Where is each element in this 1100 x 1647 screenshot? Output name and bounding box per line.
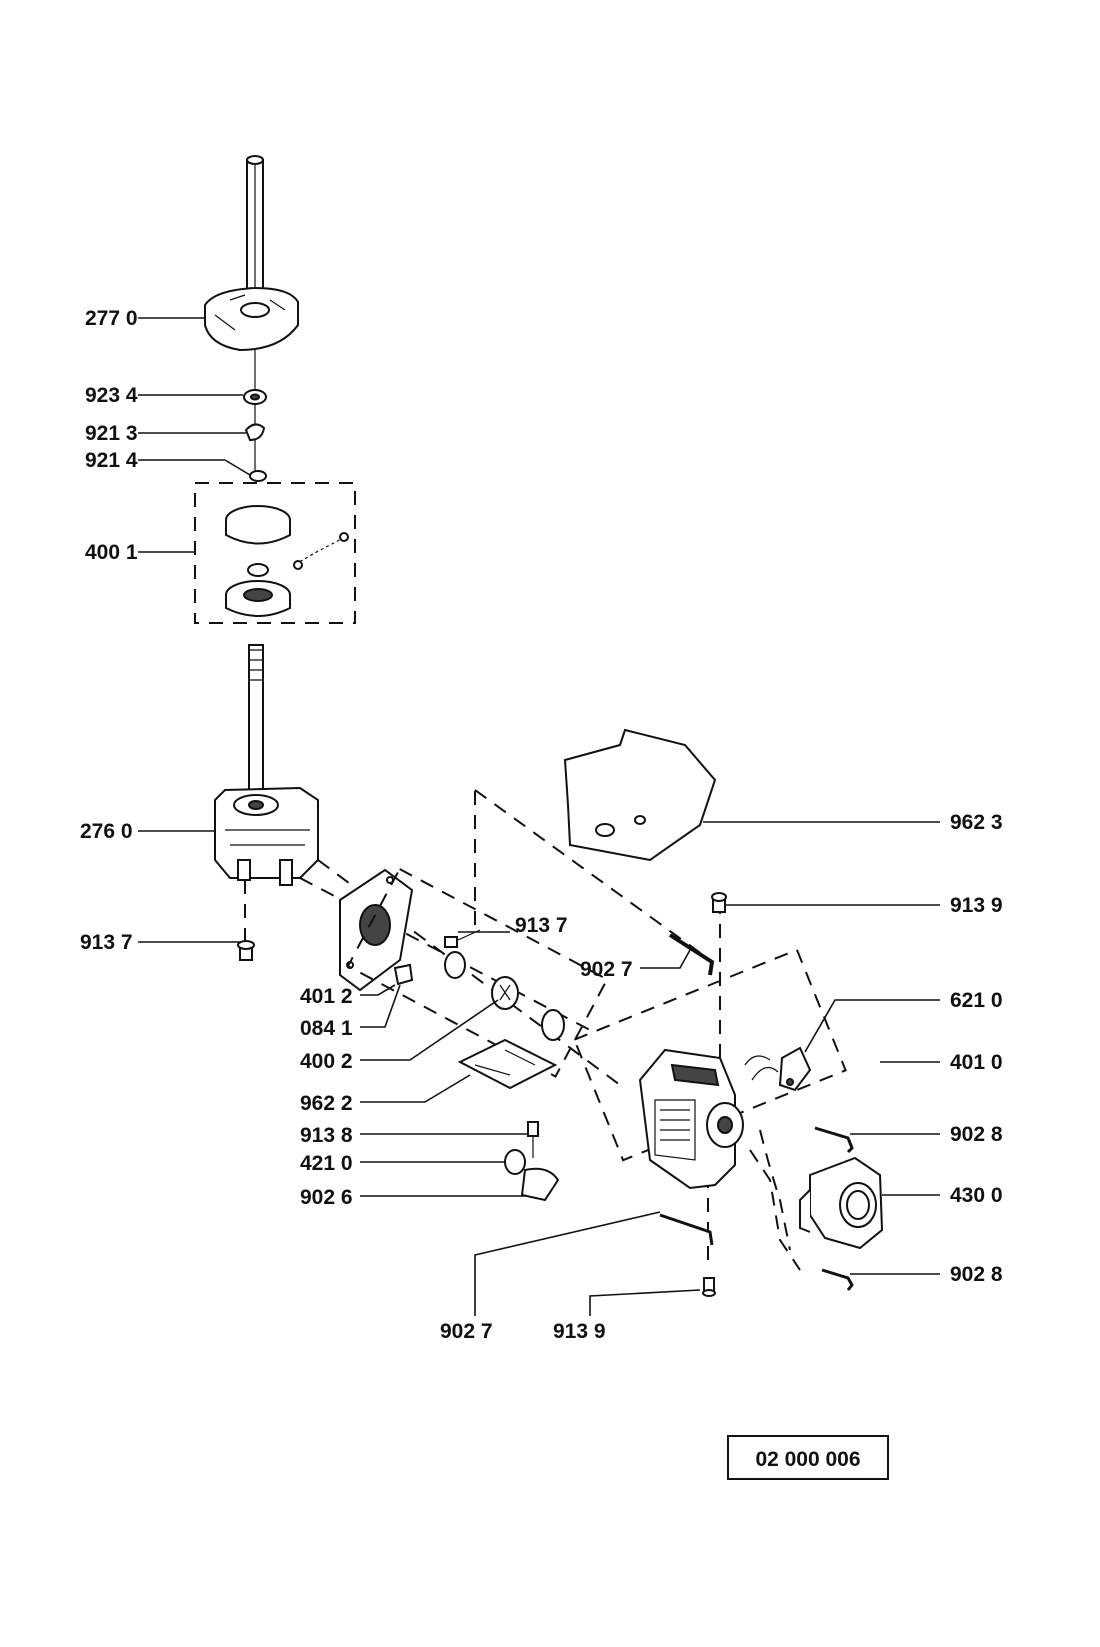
part-4300-pump — [799, 1156, 884, 1250]
label-9026: 902 6 — [300, 1186, 353, 1209]
part-9137-screw-left — [237, 940, 255, 961]
label-2760: 276 0 — [80, 820, 133, 843]
part-4210-grommet — [504, 1149, 526, 1175]
part-9139-screw-top — [711, 892, 727, 913]
part-2770-drive-plate — [204, 286, 299, 352]
part-9214-ring — [249, 470, 267, 482]
label-4300: 430 0 — [950, 1184, 1003, 1207]
part-9213-clip — [244, 423, 266, 442]
part-9139-screw-bottom — [702, 1277, 716, 1297]
label-4012: 401 2 — [300, 985, 353, 1008]
label-4002: 400 2 — [300, 1050, 353, 1073]
label-9028-lower: 902 8 — [950, 1263, 1003, 1286]
part-9027-wire-mid — [668, 933, 715, 976]
label-0841: 084 1 — [300, 1017, 353, 1040]
gasket-diagonal-line — [474, 789, 711, 961]
label-4001: 400 1 — [85, 541, 138, 564]
pump-connection-line — [759, 1129, 791, 1251]
part-0841-nut — [393, 963, 414, 986]
part-6210-capacitor — [778, 1046, 812, 1092]
label-9214: 921 4 — [85, 449, 138, 472]
label-9137-mid: 913 7 — [515, 914, 568, 937]
label-4010: 401 0 — [950, 1051, 1003, 1074]
label-2770: 277 0 — [85, 307, 138, 330]
coupling-kit-boundary — [346, 867, 609, 1078]
part-9622-pad — [457, 1038, 558, 1090]
label-9137-left: 913 7 — [80, 931, 133, 954]
motor-body — [638, 1048, 779, 1190]
label-4210: 421 0 — [300, 1152, 353, 1175]
part-9138-screw — [527, 1121, 539, 1158]
part-9027-wire-bottom — [659, 1213, 714, 1246]
kit-4001-boundary — [194, 482, 356, 624]
part-9234-washer — [243, 389, 267, 405]
upper-shaft — [246, 155, 264, 311]
part-4001-clutch — [225, 505, 349, 617]
part-2760-gearcase — [214, 786, 319, 886]
part-9028-clip-lower — [821, 1268, 854, 1291]
label-9027-mid: 902 7 — [580, 958, 633, 981]
drive-axis-line — [317, 859, 621, 1086]
drawing-code-box: 02 000 006 — [727, 1435, 889, 1480]
label-9139-bottom: 913 9 — [553, 1320, 606, 1343]
label-9234: 923 4 — [85, 384, 138, 407]
part-4012-mount-plate — [339, 868, 414, 992]
drawing-code: 02 000 006 — [755, 1448, 860, 1471]
label-6210: 621 0 — [950, 989, 1003, 1012]
label-9139-right: 913 9 — [950, 894, 1003, 917]
leader-lines — [138, 317, 940, 1316]
lower-shaft — [248, 644, 264, 796]
part-9028-clip-upper — [814, 1126, 854, 1154]
part-4002-couplings — [444, 951, 565, 1041]
part-9026-clamp — [520, 1167, 560, 1202]
part-9623-cover-sheet — [563, 728, 717, 862]
label-9622: 962 2 — [300, 1092, 353, 1115]
label-9623: 962 3 — [950, 811, 1003, 834]
label-9213: 921 3 — [85, 422, 138, 445]
label-9138: 913 8 — [300, 1124, 353, 1147]
label-9028-upper: 902 8 — [950, 1123, 1003, 1146]
label-9027-bottom: 902 7 — [440, 1320, 493, 1343]
clip-connection-line — [749, 1149, 801, 1271]
